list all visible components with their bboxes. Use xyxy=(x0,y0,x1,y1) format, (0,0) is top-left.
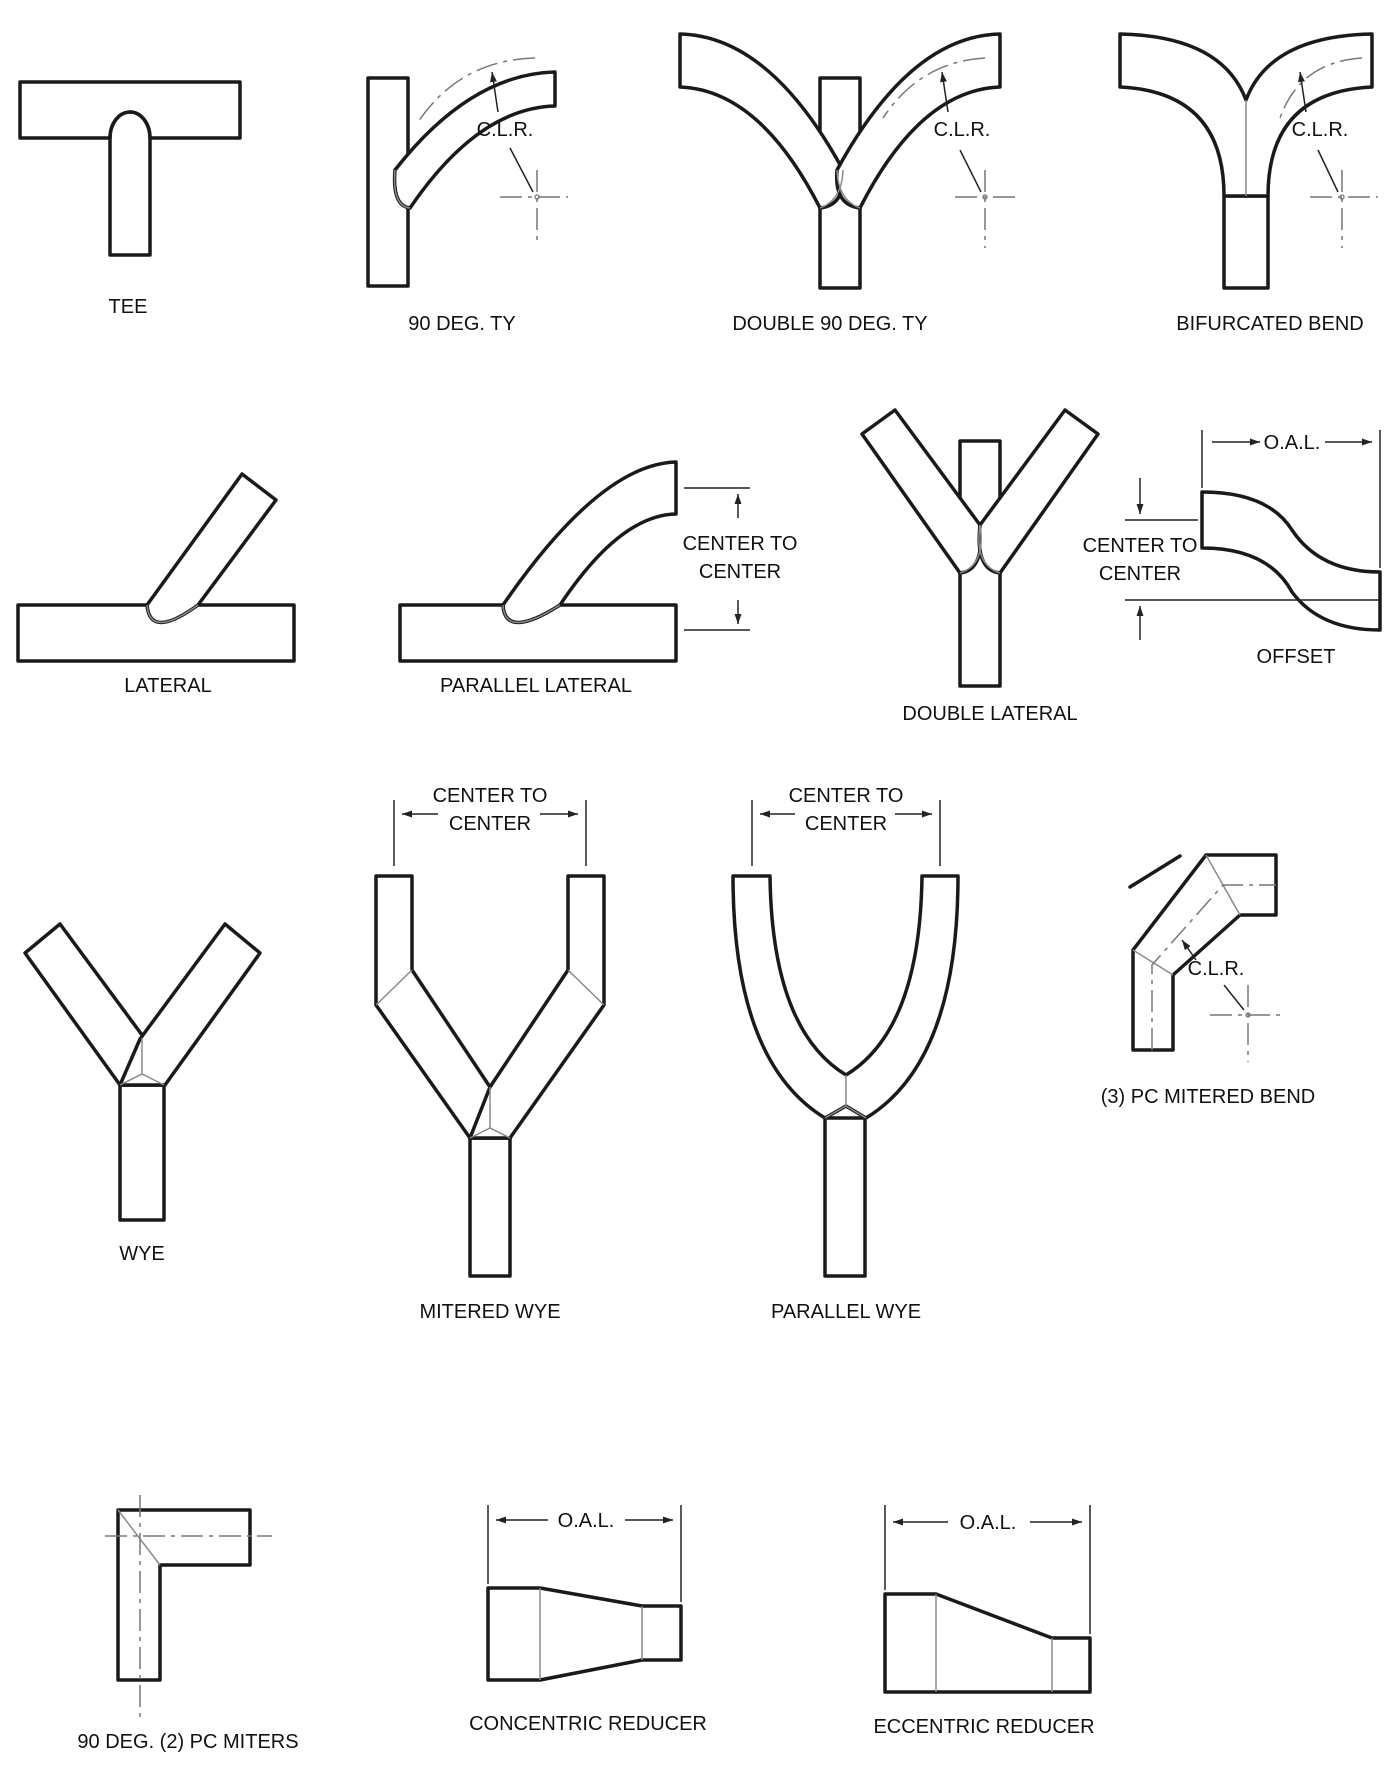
dim-center-parallel-lateral: CENTER xyxy=(699,561,781,583)
concentric-reducer-drawing: O.A.L. CONCENTRIC REDUCER xyxy=(469,1505,707,1735)
label-mitered-bend-3pc: (3) PC MITERED BEND xyxy=(1101,1086,1315,1108)
label-miters-90-2pc: 90 DEG. (2) PC MITERS xyxy=(77,1731,298,1753)
dim-center-to-mitered-wye: CENTER TO xyxy=(433,785,548,807)
label-offset: OFFSET xyxy=(1257,646,1336,668)
label-double-lateral: DOUBLE LATERAL xyxy=(902,703,1077,725)
tee-drawing: TEE xyxy=(18,80,242,318)
dim-clr-bifurcated: C.L.R. xyxy=(1292,119,1349,141)
label-concentric-reducer: CONCENTRIC REDUCER xyxy=(469,1713,707,1735)
dim-center-parallel-wye: CENTER xyxy=(805,813,887,835)
label-parallel-wye: PARALLEL WYE xyxy=(771,1301,921,1323)
label-parallel-lateral: PARALLEL LATERAL xyxy=(440,675,632,697)
dim-clr-mitered-bend: C.L.R. xyxy=(1188,958,1245,980)
dim-clr-ty90: C.L.R. xyxy=(477,119,534,141)
dim-oal-concentric: O.A.L. xyxy=(558,1510,615,1532)
dim-clr-double-ty90: C.L.R. xyxy=(934,119,991,141)
dim-oal-eccentric: O.A.L. xyxy=(960,1512,1017,1534)
dim-center-to-parallel-wye: CENTER TO xyxy=(789,785,904,807)
label-bifurcated-bend: BIFURCATED BEND xyxy=(1176,313,1363,335)
label-eccentric-reducer: ECCENTRIC REDUCER xyxy=(873,1716,1094,1738)
mitered-wye-drawing: CENTER TO CENTER MITERED WYE xyxy=(374,785,606,1323)
miters-90-2pc-drawing: 90 DEG. (2) PC MITERS xyxy=(77,1495,299,1753)
label-double-ty-90: DOUBLE 90 DEG. TY xyxy=(732,313,927,335)
eccentric-reducer-drawing: O.A.L. ECCENTRIC REDUCER xyxy=(873,1505,1095,1738)
parallel-lateral-drawing: CENTER TO CENTER PARALLEL LATERAL xyxy=(398,460,798,697)
wye-drawing: WYE xyxy=(23,922,262,1265)
label-lateral: LATERAL xyxy=(124,675,211,697)
double-ty-90-drawing: C.L.R. DOUBLE 90 DEG. TY xyxy=(678,32,1020,335)
ty-90-drawing: C.L.R. 90 DEG. TY xyxy=(366,57,568,335)
lateral-drawing: LATERAL xyxy=(16,472,296,697)
label-ty-90: 90 DEG. TY xyxy=(408,313,515,335)
dim-center-mitered-wye: CENTER xyxy=(449,813,531,835)
dim-center-offset: CENTER xyxy=(1099,563,1181,585)
bifurcated-bend-drawing: C.L.R. BIFURCATED BEND xyxy=(1118,32,1378,335)
dim-center-to-offset: CENTER TO xyxy=(1083,535,1198,557)
mitered-bend-3pc-drawing: C.L.R. (3) PC MITERED BEND xyxy=(1101,853,1315,1108)
double-lateral-drawing: DOUBLE LATERAL xyxy=(860,408,1100,725)
offset-drawing: O.A.L. CENTER TO CENTER OFFSET xyxy=(1083,430,1382,668)
label-wye: WYE xyxy=(119,1243,165,1265)
parallel-wye-drawing: CENTER TO CENTER PARALLEL WYE xyxy=(731,785,960,1323)
label-tee: TEE xyxy=(109,296,148,318)
dim-center-to-parallel-lateral: CENTER TO xyxy=(683,533,798,555)
label-mitered-wye: MITERED WYE xyxy=(419,1301,560,1323)
dim-oal-offset: O.A.L. xyxy=(1264,432,1321,454)
